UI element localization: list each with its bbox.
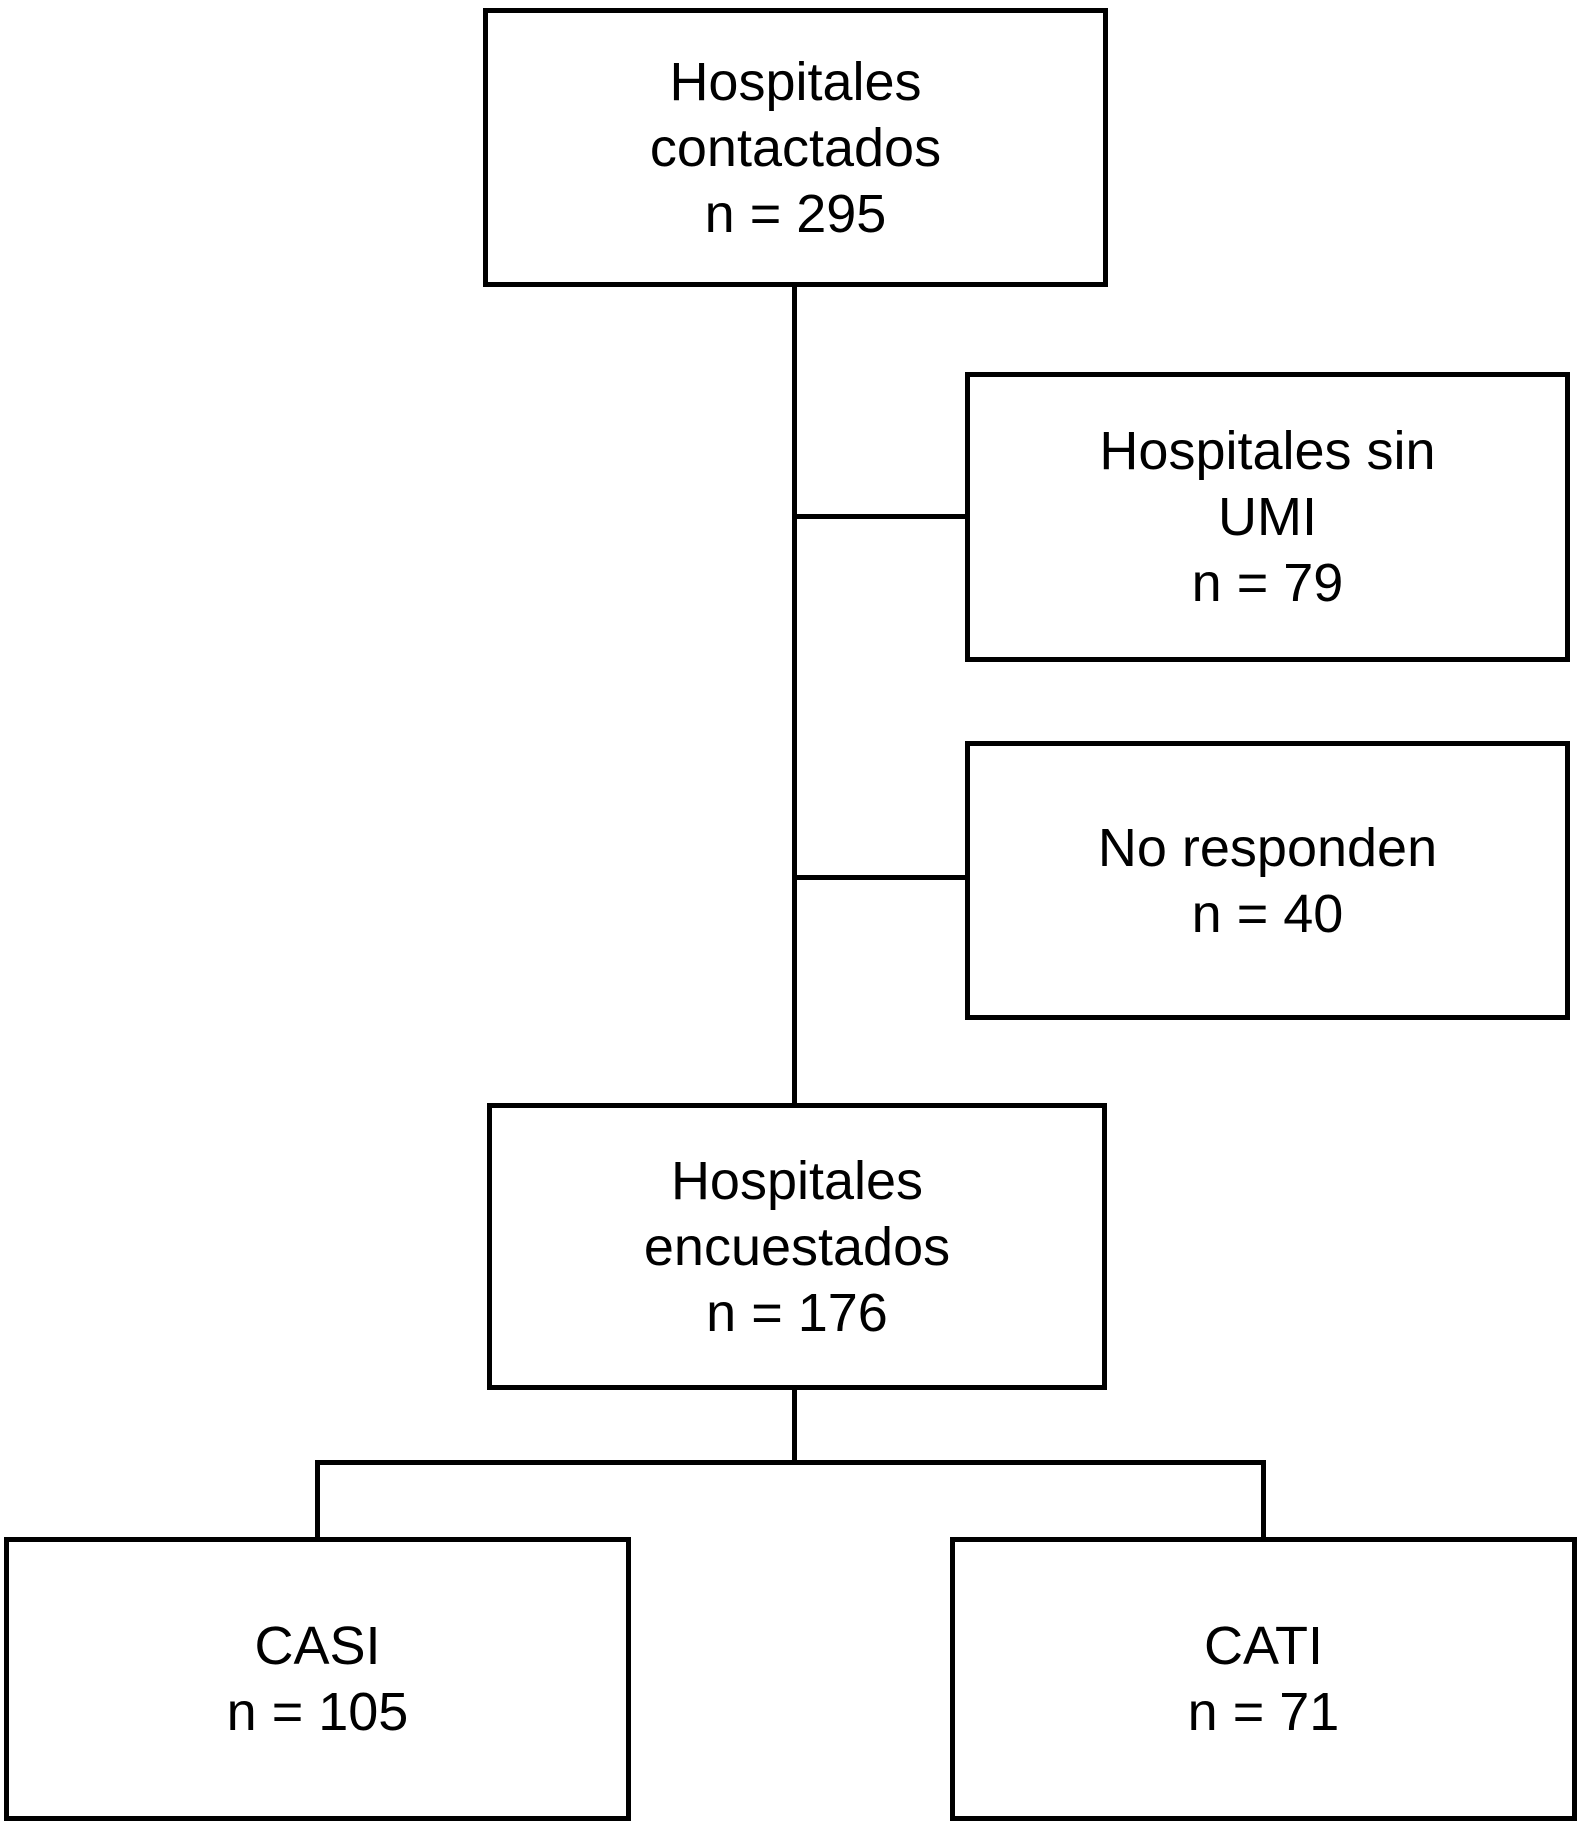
node-text-line: UMI [1218,487,1317,547]
node-count-line: n = 79 [1191,553,1344,613]
node-casi: CASI n = 105 [4,1537,631,1821]
node-count-line: n = 176 [706,1282,888,1343]
node-text-line: encuestados [643,1216,951,1277]
connector-branch-no-response [792,875,970,880]
node-hospitales-encuestados: Hospitales encuestados n = 176 [487,1103,1107,1390]
connector-junction-to-casi [315,1460,320,1540]
node-text-line: CASI [254,1616,381,1676]
connector-junction-bar [315,1460,1266,1465]
node-count-line: n = 71 [1187,1682,1340,1742]
node-cati: CATI n = 71 [950,1537,1577,1821]
node-text-line: Hospitales [669,51,922,112]
node-count-line: n = 105 [226,1682,409,1742]
node-count-line: n = 295 [704,183,887,244]
node-text-line: contactados [649,117,942,178]
connector-contacted-to-surveyed [792,285,797,1105]
node-text-line: Hospitales [670,1150,924,1211]
connector-surveyed-to-junction [792,1388,797,1465]
node-text-line: CATI [1204,1616,1323,1676]
node-text-line: Hospitales sin [1099,421,1436,481]
node-hospitales-sin-umi: Hospitales sin UMI n = 79 [965,372,1570,662]
connector-junction-to-cati [1261,1460,1266,1540]
node-no-responden: No responden n = 40 [965,741,1570,1020]
node-count-line: n = 40 [1191,883,1344,944]
node-hospitales-contactados: Hospitales contactados n = 295 [483,8,1108,287]
node-text-line: No responden [1097,817,1438,878]
connector-branch-no-umi [792,514,970,519]
